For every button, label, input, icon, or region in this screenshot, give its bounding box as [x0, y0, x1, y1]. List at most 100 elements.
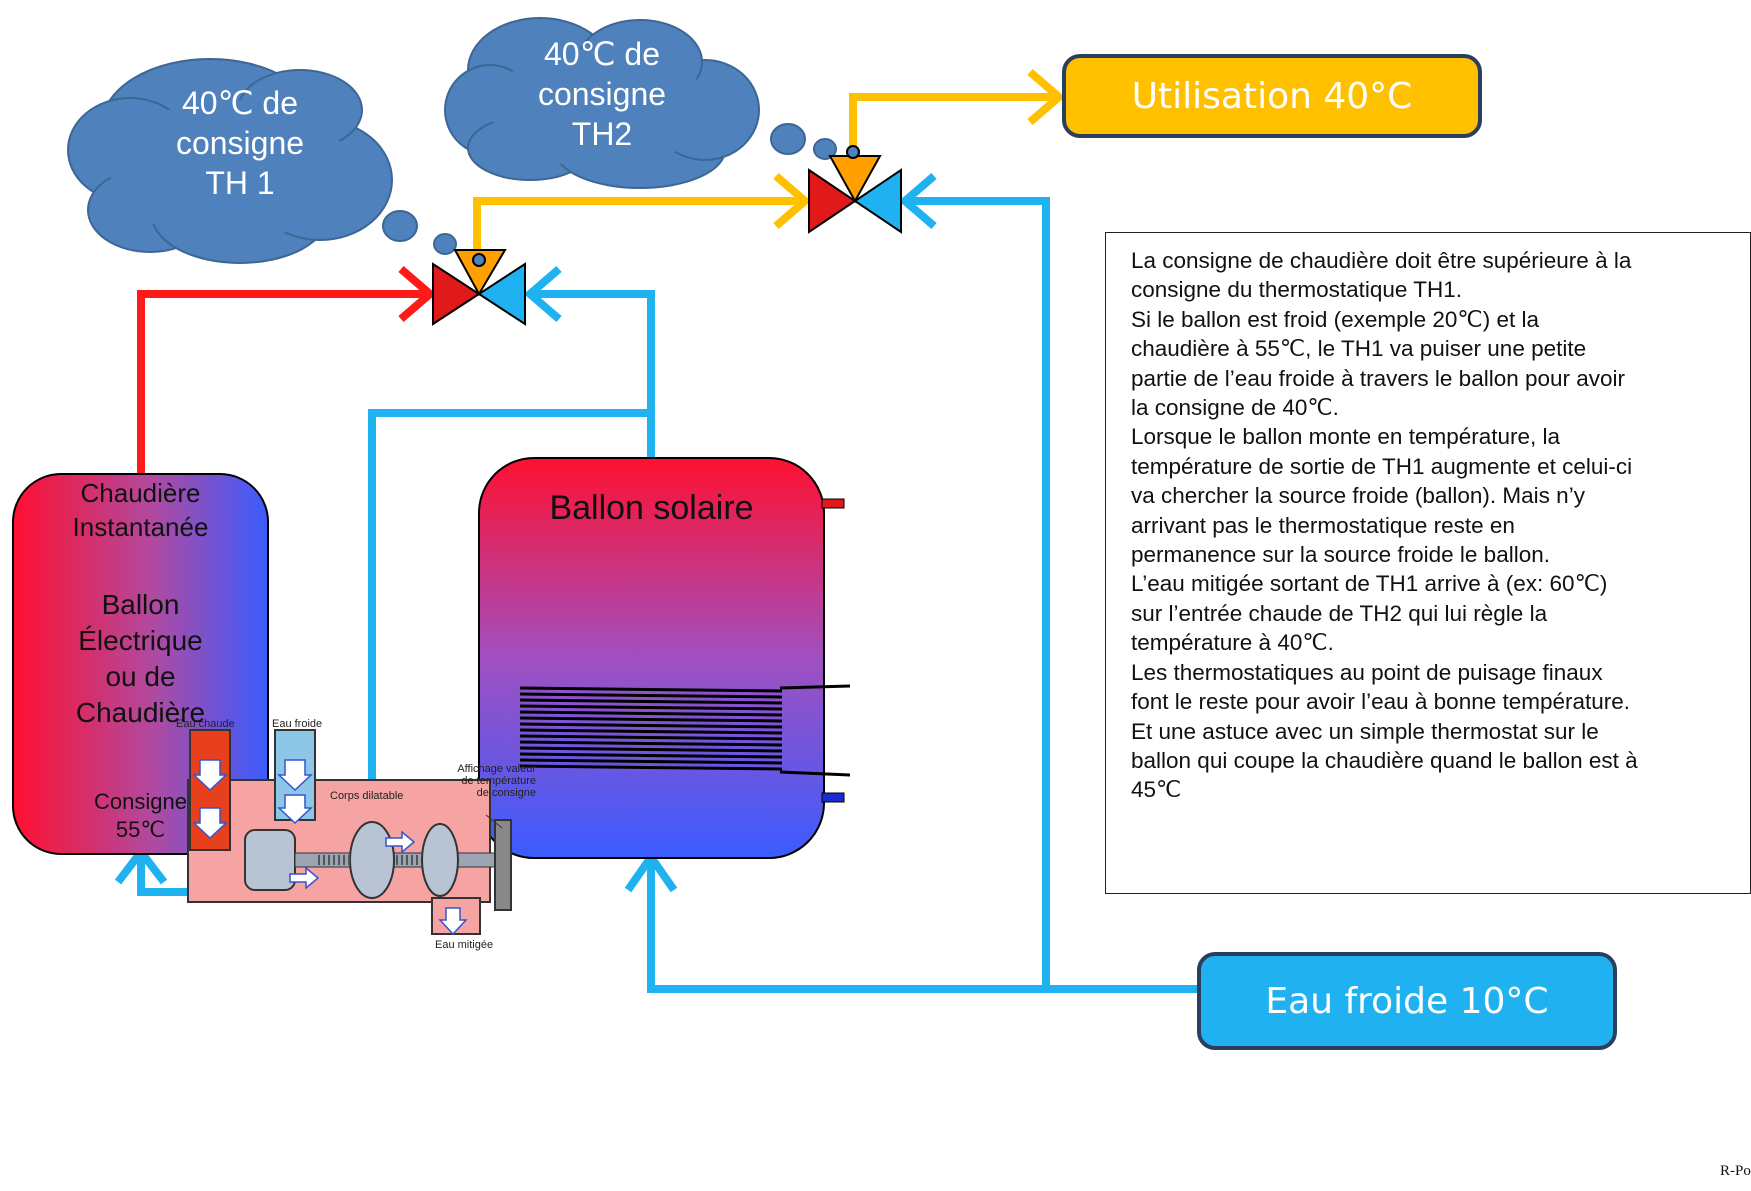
note-line: chaudière à 55℃, le TH1 va puiser une pe… — [1131, 336, 1587, 362]
valve-label-display-2: de température — [461, 775, 536, 787]
valve-label-mixed: Eau mitigée — [435, 939, 493, 951]
valve-th1-cold-side — [477, 262, 526, 326]
explanation-text: La consigne de chaudière doit être supér… — [1131, 246, 1746, 805]
note-line: partie de l’eau froide à travers le ball… — [1131, 365, 1626, 391]
author-mark: R-Po — [1720, 1163, 1751, 1179]
hot-flow-arrow-2-icon — [192, 807, 228, 840]
note-line: Les thermostatiques au point de puisage … — [1131, 659, 1603, 685]
cloud-th1-line: consigne — [175, 125, 305, 161]
cloud-th1-text: 40℃ de consigne TH 1 — [150, 83, 330, 203]
solar-tank-title: Ballon solaire — [549, 489, 754, 527]
valve-th2-hot-side — [808, 168, 857, 234]
setpoint-knob — [494, 819, 512, 911]
coil-turn — [519, 692, 783, 699]
note-line: la consigne de 40℃. — [1131, 395, 1339, 421]
note-line: 45℃ — [1131, 777, 1182, 803]
boiler-alt-line: Ballon — [101, 589, 180, 620]
tank-hot-outlet — [821, 498, 845, 509]
mixed-flow-arrow-2-icon — [289, 866, 320, 890]
boiler-alt-line: ou de — [105, 661, 176, 692]
usage-box: Utilisation 40°C — [1062, 54, 1482, 138]
valve-label-hot: Eau chaude — [176, 718, 235, 730]
cold-supply-pipe — [647, 860, 1197, 993]
expansion-element — [349, 821, 395, 899]
cloud-th2 — [444, 17, 760, 189]
tank-cold-inlet — [821, 792, 845, 803]
cold-flow-arrow-icon — [277, 759, 313, 792]
solar-coil — [519, 686, 783, 771]
outlet-arrow-icon — [438, 907, 468, 936]
cold-pipe-to-th2 — [910, 197, 1050, 989]
note-line: L’eau mitigée sortant de TH1 arrive à (e… — [1131, 571, 1608, 597]
boiler-alt-line: Chaudière — [75, 697, 206, 728]
valve-th1-mixed-side — [453, 249, 507, 297]
coil-turn — [519, 728, 783, 735]
valve-th1-hot-side — [432, 262, 481, 326]
cloud-th1-line: 40℃ de — [181, 85, 298, 121]
coil-turn — [519, 752, 783, 759]
valve-label-display-3: de consigne — [477, 787, 536, 799]
note-line: va chercher la source froide (ballon). M… — [1131, 483, 1585, 509]
cold-flow-arrow-2-icon — [277, 794, 313, 825]
note-line: température à 40℃. — [1131, 630, 1334, 656]
cloud-th1-line: TH 1 — [205, 165, 275, 201]
boiler-setpoint: Consigne 55℃ — [13, 788, 268, 844]
mixed-pipe-usage-arrowhead — [1027, 68, 1066, 126]
cold-pipe-th2-arrowhead — [898, 172, 937, 230]
boiler-alt-label: Ballon Électrique ou de Chaudière — [13, 587, 268, 731]
note-line: température de sortie de TH1 augmente et… — [1131, 453, 1633, 479]
note-line: font le reste pour avoir l’eau à bonne t… — [1131, 689, 1631, 715]
boiler-title: Chaudière Instantanée — [13, 476, 268, 544]
coil-turn — [519, 716, 783, 723]
coil-turn — [519, 764, 783, 771]
boiler-alt-line: Électrique — [78, 625, 203, 656]
cold-pipe-tank-to-th1 — [535, 290, 655, 458]
coil-turn — [519, 686, 783, 693]
note-line: arrivant pas le thermostatique reste en — [1131, 512, 1515, 538]
coil-turn — [519, 740, 783, 747]
coil-turn — [519, 746, 783, 753]
note-line: La consigne de chaudière doit être supér… — [1131, 248, 1632, 273]
coil-outlet — [779, 770, 851, 777]
valve-th1-sensor — [472, 253, 486, 267]
mixed-pipe-th1-to-th2 — [473, 197, 800, 250]
cold-water-box: Eau froide 10°C — [1197, 952, 1617, 1050]
cloud-th2-line: consigne — [537, 76, 667, 112]
cold-water-label: Eau froide 10°C — [1265, 980, 1549, 1022]
coil-turn — [519, 734, 783, 741]
coil-turn — [519, 704, 783, 711]
boiler-title-line: Instantanée — [72, 512, 209, 542]
valve-th2 — [808, 145, 902, 234]
valve-th2-cold-side — [853, 168, 902, 234]
mixed-pipe-to-usage — [849, 93, 1055, 158]
cloud-th1 — [67, 58, 393, 264]
valve-illustration: Eau chaude Eau froide Corps dilatable Af… — [176, 718, 536, 951]
valve-label-display-1: Affichage valeur — [457, 763, 536, 775]
usage-label: Utilisation 40°C — [1131, 75, 1413, 117]
boiler-title-line: Chaudière — [80, 478, 201, 508]
valve-th2-sensor — [846, 145, 860, 159]
boiler-setpoint-line: Consigne — [94, 789, 187, 814]
hot-pipe-arrowhead — [398, 265, 437, 323]
note-line: Lorsque le ballon monte en température, … — [1131, 424, 1561, 450]
cloud-th2-line: TH2 — [571, 116, 633, 152]
return-spring-body — [421, 823, 459, 897]
coil-inlet — [779, 684, 851, 690]
coil-turn — [519, 710, 783, 717]
cloud-th2-bubbles — [770, 123, 837, 160]
coil-turn — [519, 722, 783, 729]
boiler-setpoint-line: 55℃ — [115, 817, 166, 842]
solar-tank — [478, 457, 825, 859]
cloud-th1-bubbles — [382, 210, 457, 255]
note-line: sur l’entrée chaude de TH2 qui lui règle… — [1131, 600, 1548, 626]
cloud-th2-line: 40℃ de — [543, 36, 660, 72]
coil-turn — [519, 698, 783, 705]
mixed-pipe-th2-arrowhead — [773, 172, 812, 230]
note-line: Et une astuce avec un simple thermostat … — [1131, 718, 1599, 744]
hot-pipe — [137, 290, 425, 477]
note-line: Si le ballon est froid (exemple 20℃) et … — [1131, 306, 1539, 332]
hot-flow-arrow-icon — [192, 759, 228, 792]
note-line: consigne du thermostatique TH1. — [1131, 277, 1463, 303]
note-line: ballon qui coupe la chaudière quand le b… — [1131, 747, 1638, 773]
